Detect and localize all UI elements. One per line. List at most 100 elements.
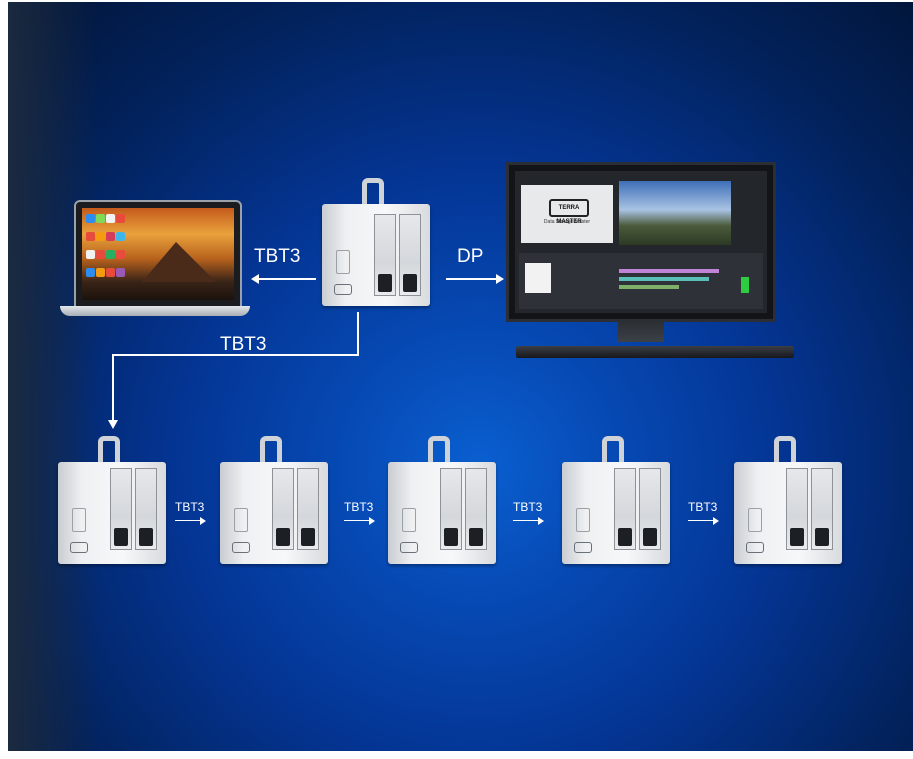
arrow-right-icon (200, 517, 206, 525)
drive-bay-1 (272, 468, 294, 550)
app-icon-grid (86, 212, 130, 284)
monitor: TERRA MASTER Data Storage Master (506, 162, 794, 360)
laptop-link-label: TBT3 (254, 246, 301, 267)
arrow-left-icon (251, 274, 259, 284)
nas-body (562, 462, 670, 564)
app-icon (96, 232, 105, 241)
drive-bay-2 (811, 468, 833, 550)
monitor-stand (618, 320, 664, 342)
daisy-link-line-2 (344, 520, 370, 521)
drive-bay-1 (110, 468, 132, 550)
arrow-right-icon (496, 274, 504, 284)
app-icon (116, 232, 125, 241)
monitor-link-line (446, 278, 498, 280)
keyboard (516, 346, 794, 358)
daisy-link-label-3: TBT3 (513, 500, 543, 514)
nas-body (734, 462, 842, 564)
drive-bay-2 (297, 468, 319, 550)
expansion-nas-device-5 (734, 436, 842, 568)
app-icon (86, 250, 95, 259)
nas-handle (428, 436, 450, 470)
app-icon (116, 214, 125, 223)
brand-tagline: Data Storage Master (543, 219, 591, 225)
timeline-track (619, 285, 679, 289)
daisy-link-label-2: TBT3 (344, 500, 374, 514)
app-icon (106, 232, 115, 241)
daisy-link-label-4: TBT3 (688, 500, 718, 514)
sugarloaf-mountain-image (142, 242, 216, 282)
nas-logo-icon (574, 542, 592, 553)
app-icon (116, 250, 125, 259)
drive-bay-1 (440, 468, 462, 550)
daisy-link-line-1 (175, 520, 201, 521)
app-icon (116, 268, 125, 277)
app-icon (106, 250, 115, 259)
drive-bay-1 (786, 468, 808, 550)
chain-link-label: TBT3 (220, 334, 267, 355)
nas-logo-icon (232, 542, 250, 553)
app-icon (96, 268, 105, 277)
host-nas-device (322, 178, 430, 310)
drive-bay-2 (639, 468, 661, 550)
laptop-screen (82, 208, 234, 300)
diagram-canvas: TERRA MASTER Data Storage Master TBT3 DP… (8, 2, 913, 751)
laptop-link-line (258, 278, 316, 280)
editor-program-panel (619, 181, 731, 245)
chain-link-line-down (112, 354, 114, 420)
laptop-base (60, 306, 250, 316)
editor-timeline (519, 253, 763, 309)
nas-handle (362, 178, 384, 212)
laptop-lid (74, 200, 242, 308)
nas-body (220, 462, 328, 564)
chain-link-line-vertical (357, 312, 359, 356)
app-icon (106, 214, 115, 223)
nas-logo-icon (334, 284, 352, 295)
drive-bay-1 (374, 214, 396, 296)
nas-logo-icon (70, 542, 88, 553)
drive-bay-1 (614, 468, 636, 550)
app-icon (96, 214, 105, 223)
editor-preview-panel: TERRA MASTER Data Storage Master (521, 185, 613, 243)
nas-handle (98, 436, 120, 470)
nas-logo-icon (400, 542, 418, 553)
monitor-frame: TERRA MASTER Data Storage Master (506, 162, 776, 322)
nas-body (58, 462, 166, 564)
drive-bay-2 (465, 468, 487, 550)
app-icon (106, 268, 115, 277)
nas-side-panel (402, 508, 416, 532)
nas-side-panel (234, 508, 248, 532)
nas-side-panel (748, 508, 762, 532)
nas-body (388, 462, 496, 564)
app-icon (96, 250, 105, 259)
nas-side-panel (336, 250, 350, 274)
expansion-nas-device-1 (58, 436, 166, 568)
nas-handle (260, 436, 282, 470)
nas-body (322, 204, 430, 306)
daisy-link-line-3 (513, 520, 539, 521)
app-icon (86, 268, 95, 277)
chain-link-line-horizontal (112, 354, 359, 356)
expansion-nas-device-2 (220, 436, 328, 568)
daisy-link-line-4 (688, 520, 714, 521)
timeline-track (619, 277, 709, 281)
nas-handle (774, 436, 796, 470)
expansion-nas-device-3 (388, 436, 496, 568)
monitor-link-label: DP (457, 246, 484, 267)
timeline-track (619, 269, 719, 273)
monitor-screen: TERRA MASTER Data Storage Master (515, 171, 767, 313)
nas-side-panel (72, 508, 86, 532)
nas-side-panel (576, 508, 590, 532)
arrow-right-icon (538, 517, 544, 525)
nas-logo-icon (746, 542, 764, 553)
arrow-right-icon (369, 517, 375, 525)
app-icon (86, 214, 95, 223)
drive-bay-2 (135, 468, 157, 550)
media-thumbnail (525, 263, 551, 293)
laptop (52, 200, 250, 320)
arrow-down-icon (108, 420, 118, 429)
audio-meter (741, 277, 749, 293)
expansion-nas-device-4 (562, 436, 670, 568)
daisy-link-label-1: TBT3 (175, 500, 205, 514)
app-icon (86, 232, 95, 241)
brand-logo: TERRA MASTER (549, 199, 589, 225)
